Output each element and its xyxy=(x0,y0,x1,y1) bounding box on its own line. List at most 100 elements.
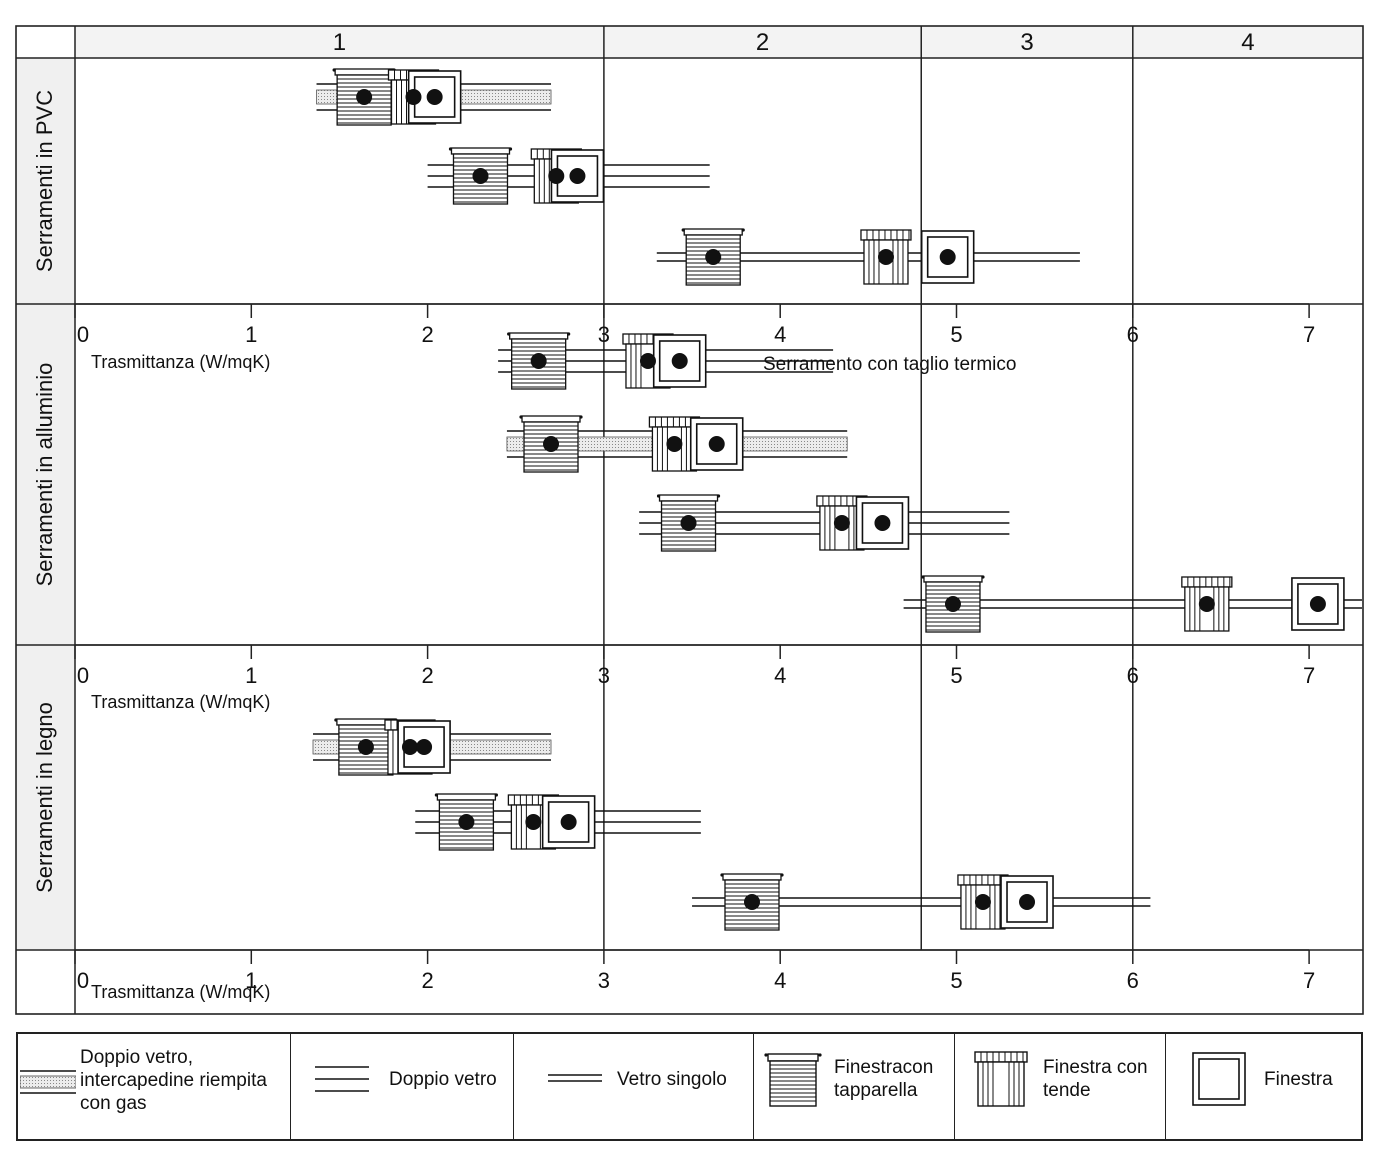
data-point xyxy=(708,436,725,452)
curtain-window-mark xyxy=(1181,576,1233,632)
legend-item-finestra: Finestra xyxy=(1166,1034,1361,1139)
panel-label: Serramenti in alluminio xyxy=(32,363,57,587)
data-point xyxy=(1309,596,1326,612)
x-tick-label: 6 xyxy=(1127,663,1139,688)
x-tick-label: 7 xyxy=(1303,322,1315,347)
legend-label-tapparella: Finestracon tapparella xyxy=(834,1057,934,1101)
x-tick-label: 5 xyxy=(950,322,962,347)
shutter-window-icon xyxy=(764,1053,822,1107)
data-point xyxy=(530,353,547,369)
x-tick-label: 0 xyxy=(77,663,89,688)
legend-item-tapparella: Finestracon tapparella xyxy=(754,1034,955,1139)
data-point xyxy=(877,249,894,265)
panel-label: Serramenti in legno xyxy=(32,702,57,893)
x-tick-label: 2 xyxy=(421,322,433,347)
data-point xyxy=(1198,596,1215,612)
x-tick-label: 2 xyxy=(421,663,433,688)
data-point xyxy=(939,249,956,265)
data-point xyxy=(405,89,422,105)
x-tick-label: 5 xyxy=(950,663,962,688)
class-label: 3 xyxy=(1020,29,1033,56)
x-axis-label: Trasmittanza (W/mqK) xyxy=(91,352,270,372)
legend-item-singolo: Vetro singolo xyxy=(514,1034,754,1139)
data-point xyxy=(416,739,433,755)
legend-label-singolo: Vetro singolo xyxy=(617,1069,727,1090)
x-tick-label: 7 xyxy=(1303,663,1315,688)
gas-glazing-icon xyxy=(20,1070,76,1094)
legend: Doppio vetro, intercapedine riempita con… xyxy=(16,1032,1363,1141)
data-point xyxy=(833,515,850,531)
x-tick-label: 1 xyxy=(245,663,257,688)
annotation-taglio-termico: Serramento con taglio termico xyxy=(763,354,1016,375)
legend-label-finestra: Finestra xyxy=(1264,1069,1333,1090)
data-point xyxy=(705,249,722,265)
x-tick-label: 2 xyxy=(421,968,433,993)
legend-label-doppio: Doppio vetro xyxy=(389,1069,497,1090)
x-tick-label: 4 xyxy=(774,322,786,347)
class-label: 1 xyxy=(333,29,346,56)
data-point xyxy=(472,168,489,184)
data-row xyxy=(692,873,1151,931)
window-mark xyxy=(689,417,744,471)
chart-rows xyxy=(312,68,1362,931)
data-point xyxy=(639,353,656,369)
data-point xyxy=(525,814,542,830)
data-row xyxy=(656,228,1080,286)
data-point xyxy=(671,353,688,369)
x-tick-label: 1 xyxy=(245,322,257,347)
data-point xyxy=(543,436,560,452)
data-row xyxy=(506,415,848,473)
data-point xyxy=(1019,894,1036,910)
chart-frame xyxy=(15,25,1364,1015)
x-tick-label: 0 xyxy=(77,968,89,993)
legend-label-tende: Finestra con tende xyxy=(1043,1057,1148,1101)
double-glazing-icon xyxy=(315,1066,369,1092)
panel-label: Serramenti in PVC xyxy=(32,90,57,272)
data-point xyxy=(944,596,961,612)
data-row xyxy=(498,332,834,390)
curtain-window-icon xyxy=(974,1051,1028,1107)
x-tick-label: 5 xyxy=(950,968,962,993)
data-point xyxy=(356,89,373,105)
corner-cell xyxy=(16,26,75,58)
data-point xyxy=(357,739,374,755)
data-point xyxy=(874,515,891,531)
shutter-window-mark xyxy=(921,575,985,633)
class-header xyxy=(75,26,1363,58)
x-tick-label: 1 xyxy=(245,968,257,993)
data-point xyxy=(666,436,683,452)
x-tick-label: 3 xyxy=(598,322,610,347)
data-row xyxy=(903,575,1362,633)
data-row xyxy=(316,68,552,126)
data-row xyxy=(639,494,1010,552)
data-point xyxy=(548,168,565,184)
x-tick-label: 4 xyxy=(774,663,786,688)
class-label: 4 xyxy=(1241,29,1254,56)
data-point xyxy=(401,739,418,755)
data-point xyxy=(680,515,697,531)
x-tick-label: 6 xyxy=(1127,322,1139,347)
single-glazing-icon xyxy=(548,1074,602,1082)
shutter-window-mark xyxy=(656,494,721,552)
window-icon xyxy=(1192,1052,1246,1106)
legend-label-gas: Doppio vetro, intercapedine riempita con… xyxy=(80,1047,267,1114)
data-row xyxy=(312,718,552,776)
shutter-window-mark xyxy=(334,718,398,776)
x-tick-label: 4 xyxy=(774,968,786,993)
shutter-window-mark xyxy=(519,415,583,473)
data-point xyxy=(560,814,577,830)
data-point xyxy=(426,89,443,105)
data-row xyxy=(427,147,710,205)
data-row xyxy=(415,793,701,851)
legend-item-doppio: Doppio vetro xyxy=(291,1034,514,1139)
chart-grid xyxy=(15,25,1364,1015)
window-mark xyxy=(1291,577,1345,631)
data-point xyxy=(569,168,586,184)
x-tick-label: 3 xyxy=(598,663,610,688)
x-axis-label: Trasmittanza (W/mqK) xyxy=(91,692,270,712)
data-point xyxy=(743,894,760,910)
legend-item-gas: Doppio vetro, intercapedine riempita con… xyxy=(18,1034,291,1139)
x-tick-label: 0 xyxy=(77,322,89,347)
